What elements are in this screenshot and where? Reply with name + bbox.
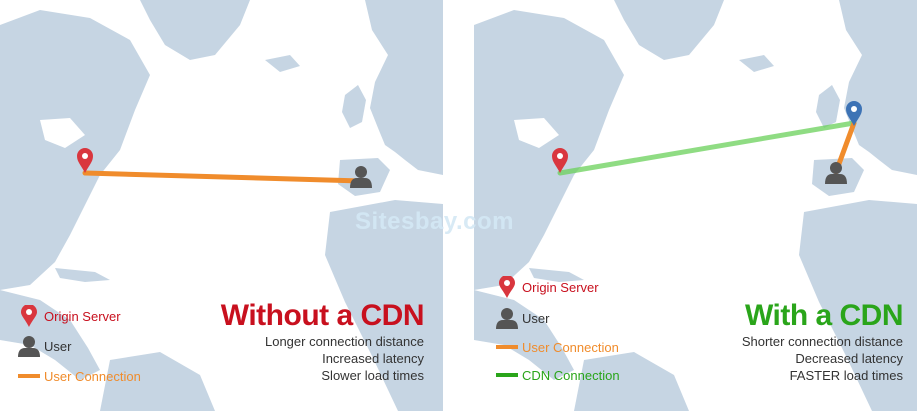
with-cdn-panel: Origin Server User User Connection C	[474, 0, 917, 411]
origin-server-pin-icon	[77, 148, 93, 173]
fact-item: Slower load times	[321, 368, 424, 383]
fact-item: Increased latency	[322, 351, 424, 366]
legend-user-label: User	[522, 311, 550, 326]
legend-cdn-connection-label: CDN Connection	[522, 368, 620, 383]
orange-line-icon	[18, 374, 40, 378]
without-cdn-title: Without a CDN	[220, 299, 425, 332]
world-map	[474, 0, 917, 411]
fact-item: Decreased latency	[795, 351, 903, 366]
legend: Origin Server User User Connection C	[496, 276, 696, 391]
with-cdn-facts: Shorter connection distance Decreased la…	[742, 333, 903, 384]
legend-origin-server-label: Origin Server	[522, 280, 599, 295]
map-pin-icon	[21, 305, 37, 327]
cdn-connection-line	[557, 120, 857, 176]
legend: Origin Server User User Connection	[18, 305, 208, 395]
orange-line-icon	[496, 345, 518, 349]
user-connection-line	[82, 170, 364, 184]
fact-item: Shorter connection distance	[741, 334, 903, 349]
fact-item: FASTER load times	[789, 368, 903, 383]
legend-user-label: User	[44, 339, 72, 354]
user-icon	[350, 166, 372, 188]
map-pin-icon	[499, 276, 515, 298]
user-silhouette-icon	[18, 336, 40, 357]
user-icon	[825, 162, 847, 184]
cdn-edge-pin-icon	[846, 101, 862, 126]
user-silhouette-icon	[496, 308, 518, 329]
without-cdn-panel: Origin Server User User Connection Witho…	[0, 0, 443, 411]
legend-user-connection-label: User Connection	[522, 340, 619, 355]
origin-server-pin-icon	[552, 148, 568, 173]
legend-origin-server-label: Origin Server	[44, 309, 121, 324]
without-cdn-facts: Longer connection distance Increased lat…	[265, 333, 424, 384]
legend-user-connection-label: User Connection	[44, 369, 141, 384]
green-line-icon	[496, 373, 518, 377]
watermark: Sitesbay.com	[355, 208, 514, 235]
with-cdn-title: With a CDN	[744, 299, 904, 332]
fact-item: Longer connection distance	[264, 334, 424, 349]
